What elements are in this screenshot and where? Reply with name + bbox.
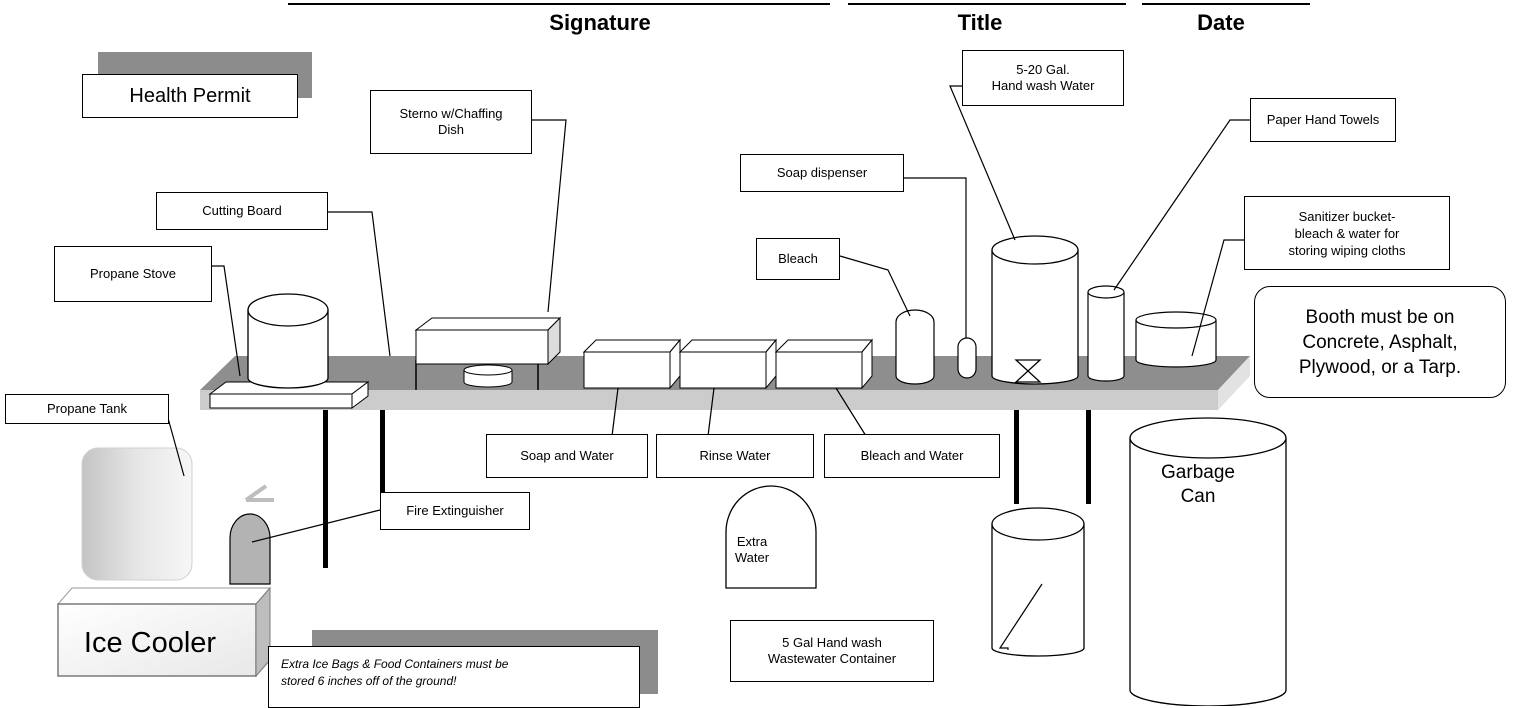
cutting-board-label: Cutting Board (156, 192, 328, 230)
propane-tank-label: Propane Tank (5, 394, 169, 424)
leader-paper-towels (1113, 119, 1250, 291)
handwash-water-container-top (991, 235, 1079, 265)
fire-extinguisher-label: Fire Extinguisher (380, 492, 530, 530)
garbage-can-label: Garbage (1161, 462, 1235, 483)
extra-water-jug (725, 485, 817, 589)
handwash-water-label: 5-20 Gal. Hand wash Water (962, 50, 1124, 106)
leader-soap-water (611, 387, 619, 437)
booth-surface-note: Booth must be on Concrete, Asphalt, Plyw… (1254, 286, 1506, 398)
rinse-water-tub-top (678, 339, 778, 353)
soap-dispenser-label: Soap dispenser (740, 154, 904, 192)
paper-towel-roll-top (1087, 285, 1125, 299)
bleach-water-label: Bleach and Water (824, 434, 1000, 478)
bleach-label: Bleach (756, 238, 840, 280)
cutting-board (209, 393, 353, 409)
bleach-bottle (895, 309, 935, 385)
table-side (1218, 356, 1250, 410)
leader-rinse-water (707, 387, 715, 437)
table-leg (380, 410, 385, 512)
ice-cooler-top (56, 587, 272, 605)
chafing-dish (415, 329, 549, 365)
leader-handwash-water (949, 85, 1016, 241)
fire-extinguisher (229, 513, 271, 585)
paper-towels-label: Paper Hand Towels (1250, 98, 1396, 142)
leader-sterno (532, 119, 567, 313)
propane-stove-label: Propane Stove (54, 246, 212, 302)
table-front (200, 390, 1218, 410)
extra-water-label: Extra (737, 534, 768, 549)
spigot-icon (1014, 359, 1042, 383)
garbage-can-label: Can (1181, 486, 1216, 507)
propane-stove-pot-top (247, 293, 329, 327)
leader-lines (167, 85, 1250, 650)
sanitizer-bucket (1135, 320, 1217, 368)
wastewater-container-top (991, 507, 1085, 541)
soap-water-tub (583, 351, 671, 389)
cutting-board-side (351, 381, 369, 409)
table-leg (1086, 406, 1091, 504)
leader-wastewater (998, 583, 1043, 650)
propane-stove-pot (247, 310, 329, 389)
leader-propane-stove (212, 265, 241, 377)
leader-sanitizer (1191, 239, 1244, 357)
rinse-water-tub (679, 351, 767, 389)
garbage-can-top (1129, 417, 1287, 459)
soap-dispenser (957, 337, 977, 379)
table-leg (323, 410, 328, 568)
bleach-water-tub-top (774, 339, 874, 353)
sterno-can-top (463, 364, 513, 376)
garbage-can (1129, 438, 1287, 706)
soap-water-label: Soap and Water (486, 434, 648, 478)
bleach-water-tub-side (861, 338, 873, 390)
leader-propane-tank (167, 417, 185, 477)
leader-cutting-board (328, 211, 391, 357)
propane-tank (81, 447, 193, 581)
ice-cooler (57, 603, 257, 677)
title-label: Title (957, 10, 1003, 35)
sanitizer-bucket-top (1135, 311, 1217, 329)
signature-label: Signature (549, 10, 651, 35)
leader-fire-extinguisher (251, 509, 381, 543)
sterno-label: Sterno w/Chaffing Dish (370, 90, 532, 154)
table-leg (1014, 406, 1019, 504)
storage-note: Extra Ice Bags & Food Containers must be… (268, 646, 640, 708)
date-label: Date (1197, 10, 1245, 35)
leader-soap-dispenser (904, 177, 967, 338)
fire-extinguisher-nozzle (244, 484, 268, 502)
extra-water-label: Water (735, 550, 770, 565)
health-permit-label: Health Permit (82, 74, 298, 118)
paper-towel-roll (1087, 292, 1125, 382)
bleach-water-tub (775, 351, 863, 389)
wastewater-label: 5 Gal Hand wash Wastewater Container (730, 620, 934, 682)
sanitizer-label: Sanitizer bucket- bleach & water for sto… (1244, 196, 1450, 270)
handwash-water-container (991, 250, 1079, 385)
leader-bleach-water (835, 387, 867, 437)
soap-water-tub-top (582, 339, 682, 353)
rinse-water-label: Rinse Water (656, 434, 814, 478)
leader-bleach (839, 255, 911, 317)
ice-cooler-label: Ice Cooler (84, 627, 217, 659)
chafing-dish-top (414, 317, 562, 331)
chafing-dish-side (547, 316, 561, 366)
